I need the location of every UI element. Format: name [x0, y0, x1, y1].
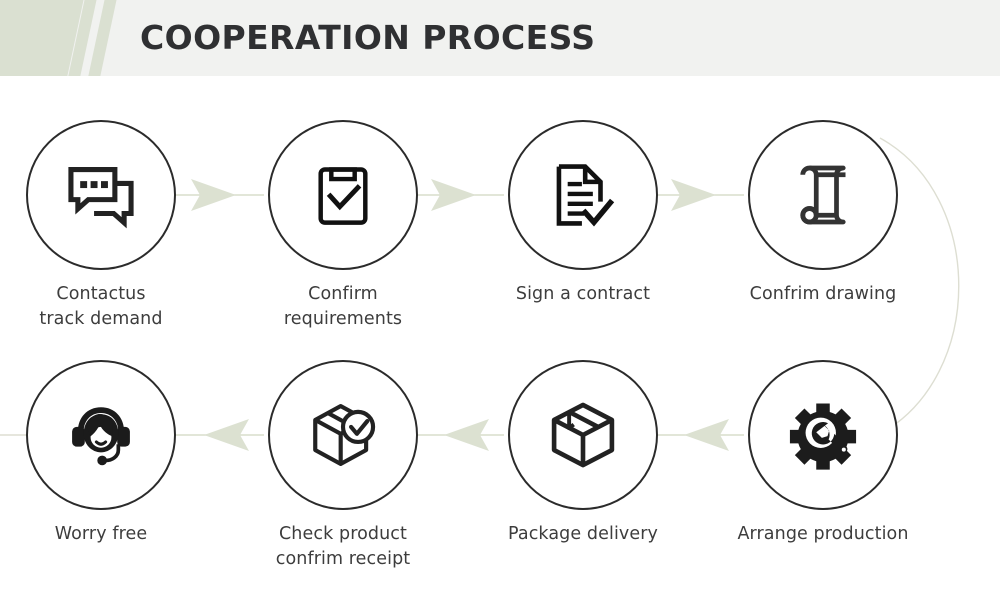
- step-5-circle[interactable]: [26, 360, 176, 510]
- step-2-circle[interactable]: [268, 120, 418, 270]
- document-check-icon: [548, 160, 618, 230]
- step-4-label: Confrim drawing: [718, 282, 928, 307]
- step-4-label-line1: Confrim drawing: [749, 284, 897, 304]
- package-box-icon: [546, 398, 620, 472]
- process-step-7[interactable]: Package delivery: [478, 360, 688, 547]
- step-8-label-line1: Arrange production: [737, 524, 909, 544]
- step-7-label-line1: Package delivery: [508, 524, 658, 544]
- step-3-label-line1: Sign a contract: [515, 284, 651, 304]
- box-check-icon: [306, 398, 380, 472]
- step-5-label: Worry free: [0, 522, 206, 547]
- step-3-circle[interactable]: [508, 120, 658, 270]
- step-8-label: Arrange production: [718, 522, 928, 547]
- step-7-circle[interactable]: [508, 360, 658, 510]
- step-1-circle[interactable]: [26, 120, 176, 270]
- step-6-circle[interactable]: [268, 360, 418, 510]
- step-3-label: Sign a contract: [478, 282, 688, 307]
- step-6-label-line2: confrim receipt: [275, 549, 411, 570]
- step-2-label-line1: Confirm: [308, 284, 378, 304]
- page-title: COOPERATION PROCESS: [140, 18, 596, 57]
- blueprint-scroll-icon: [787, 159, 859, 231]
- process-step-8[interactable]: Arrange production: [718, 360, 928, 547]
- step-6-label-line1: Check product: [278, 524, 407, 544]
- process-step-3[interactable]: Sign a contract: [478, 120, 688, 307]
- step-2-label-line2: requirements: [283, 309, 403, 330]
- process-step-6[interactable]: Check product confrim receipt: [238, 360, 448, 573]
- process-step-1[interactable]: Contactus track demand: [0, 120, 206, 333]
- step-5-label-line1: Worry free: [54, 524, 148, 544]
- step-1-label-line2: track demand: [39, 309, 163, 330]
- step-1-label-line1: Contactus: [56, 284, 146, 304]
- gear-wrench-icon: [787, 399, 859, 471]
- header-bar: COOPERATION PROCESS: [0, 0, 1000, 76]
- chat-bubbles-icon: [64, 158, 138, 232]
- step-8-circle[interactable]: [748, 360, 898, 510]
- step-7-label: Package delivery: [478, 522, 688, 547]
- step-1-label: Contactus track demand: [0, 282, 206, 333]
- step-2-label: Confirm requirements: [238, 282, 448, 333]
- process-step-4[interactable]: Confrim drawing: [718, 120, 928, 307]
- process-step-5[interactable]: Worry free: [0, 360, 206, 547]
- process-flow: Contactus track demand Confirm requireme…: [0, 76, 1000, 608]
- support-headset-icon: [64, 398, 138, 472]
- step-4-circle[interactable]: [748, 120, 898, 270]
- process-step-2[interactable]: Confirm requirements: [238, 120, 448, 333]
- clipboard-check-icon: [309, 161, 377, 229]
- step-6-label: Check product confrim receipt: [238, 522, 448, 573]
